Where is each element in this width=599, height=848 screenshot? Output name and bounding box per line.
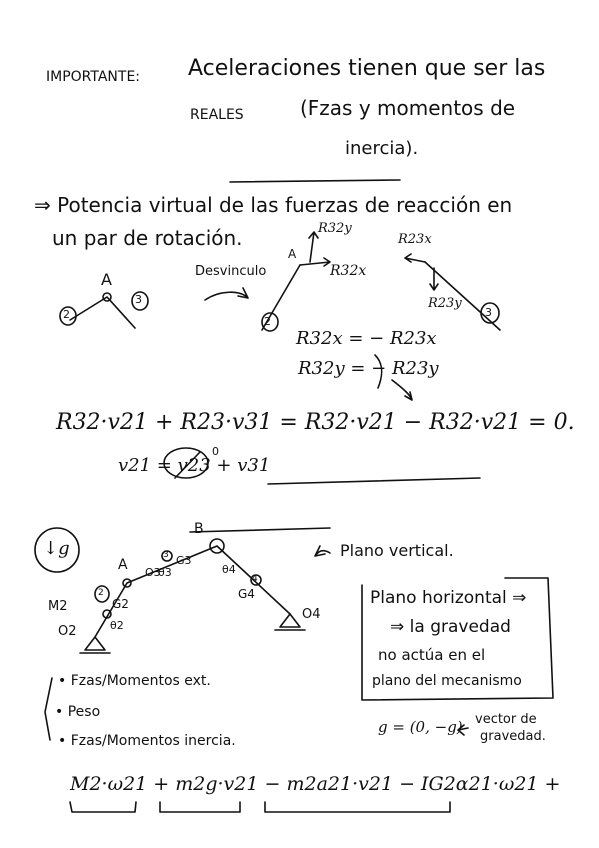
point-g4: G4 [238,587,255,601]
importante-label: IMPORTANTE: [46,69,141,85]
g4-mass [250,574,262,586]
velocity-equation: v21 = v23 + v31 [118,455,271,476]
four-bar-linkage [94,545,291,638]
desvinculo-label: Desvinculo [195,264,267,279]
gravity-circle [34,527,80,573]
reaction-eq1: R32x = − R23x [296,328,437,349]
header-reales: REALES [190,107,244,123]
point-o2: O2 [58,624,77,639]
gravity-note-line2: gravedad. [480,729,546,744]
bracket-curve [374,354,383,389]
section1-title-line1: ⇒ Potencia virtual de las fuerzas de rea… [34,193,513,217]
gravity-note-arrow [457,724,469,736]
link3-circle [131,291,149,311]
free-link3-label: 3 [485,306,492,319]
bullet-external-text: Fzas/Momentos ext. [70,673,211,689]
box-line1: Plano horizontal ⇒ [370,588,527,608]
free-joint-a-label: A [288,247,297,261]
link2-mark [94,585,110,603]
plano-vertical-label: Plano vertical. [340,541,454,560]
bracket-arrow [391,379,413,401]
underbrace-2 [159,801,241,813]
link4-number: 4 [252,574,258,584]
point-o4: O4 [302,607,321,622]
link2-circle [59,306,77,326]
link2-number: 2 [98,588,104,598]
vel-eq-underline [267,477,481,485]
bullet-peso-text: Peso [67,704,101,720]
angle-theta2: θ2 [110,619,124,632]
header-line2: (Fzas y momentos de [300,96,516,120]
r32y-arrow [308,231,319,263]
bullet-external: • Fzas/Momentos ext. [58,673,211,689]
link2-free [261,264,301,331]
point-o3: O3 [145,566,161,579]
box-line3: no actúa en el [378,646,486,664]
r23x-arrow [404,253,426,263]
r23y-arrow [429,267,439,291]
point-a: A [118,557,128,573]
header-line1: Aceleraciones tienen que ser las [188,56,546,81]
gravity-symbol: ↓g [43,538,70,559]
o2-ground [79,636,111,654]
bullet-peso: • Peso [55,704,101,720]
header-line3: inercia). [345,138,419,159]
angle-theta4: θ4 [222,563,236,576]
point-b: B [194,521,204,537]
joint-links-sketch [69,296,136,329]
joint-pin [102,292,112,302]
o4-ground [274,613,306,631]
link2-label: 2 [63,308,70,321]
joint-a-label: A [101,270,112,289]
g2-mass [102,609,112,619]
link3-label: 3 [135,293,142,306]
box-border [361,577,554,701]
link3-free-circle [480,302,500,324]
v23-strike [174,451,201,479]
box-line2: ⇒ la gravedad [390,617,511,637]
r23x-label: R23x [398,232,432,247]
moment-m2: M2 [48,599,68,614]
velocity-zero: 0 [212,445,219,458]
bullets-bracket [44,677,53,741]
g3-mass [161,550,173,562]
underbrace-1 [69,801,137,813]
underbrace-3 [264,801,451,813]
plano-vertical-arrow [314,545,331,557]
free-link2-label: 2 [264,315,271,328]
bullet-inercia-text: Fzas/Momentos inercia. [70,733,236,749]
section1-title-line2: un par de rotación. [52,226,243,250]
joint-b-pin [209,538,225,554]
power-equation: R32·v21 + R23·v31 = R32·v21 − R32·v21 = … [56,410,575,435]
r23y-label: R23y [428,296,462,311]
reaction-eq2: R32y = − R23y [298,358,439,379]
v23-circle [163,447,209,479]
desvinculo-arrow [204,287,249,301]
link3-number: 3 [163,550,169,560]
divider-line [229,179,401,183]
r32x-label: R32x [330,263,367,279]
joint-a-pin [122,578,132,588]
angle-theta3: θ3 [158,566,172,579]
bullet-inercia: • Fzas/Momentos inercia. [58,733,236,749]
gravity-vector: g = (0, −g) [378,718,463,736]
r32y-label: R32y [318,221,352,236]
point-g3: G3 [176,554,192,567]
link2-free-circle [261,312,279,332]
box-line4: plano del mecanismo [372,673,522,689]
link3-free [424,261,501,331]
gravity-note-line1: vector de [475,712,537,727]
point-g2: G2 [112,597,129,611]
mechanism-top-line [189,527,331,533]
final-equation: M2·ω21 + m2g·v21 − m2a21·v21 − IG2α21·ω2… [70,773,561,795]
r32x-arrow [299,257,331,267]
